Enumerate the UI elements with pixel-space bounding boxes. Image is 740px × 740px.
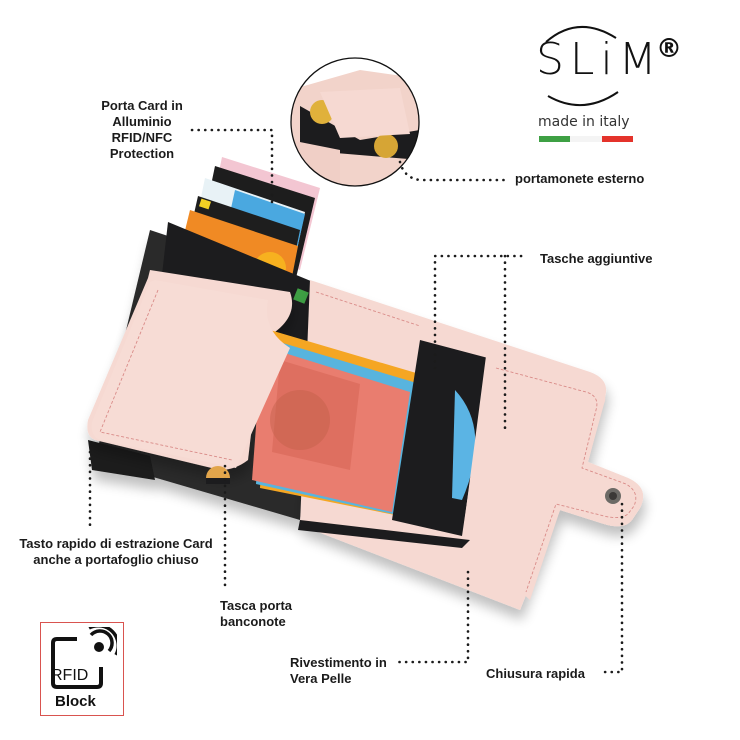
coin-pocket-detail — [291, 58, 419, 186]
callout-line: RFID/NFC — [111, 130, 173, 145]
rfid-block-badge: RFID Block — [40, 622, 124, 716]
callout-line: Vera Pelle — [290, 671, 352, 686]
rfid-signal-icon — [51, 627, 117, 689]
callout-line: Tasto rapido di estrazione Card — [19, 536, 213, 551]
logo-arc-icon — [545, 26, 619, 107]
callout-portamonete: portamonete esterno — [515, 171, 645, 186]
callout-tasche: Tasche aggiuntive — [540, 251, 653, 266]
callout-tasto-rapido: Tasto rapido di estrazione Card anche a … — [16, 536, 216, 568]
callout-line: Rivestimento in — [290, 655, 387, 670]
brand-block: SLiM ® made in italy — [528, 20, 728, 150]
callout-rivestimento: Rivestimento in Vera Pelle — [290, 655, 387, 687]
callout-line: Porta Card in — [101, 98, 183, 113]
callout-line: Alluminio — [112, 114, 172, 129]
callout-porta-card: Porta Card in Alluminio RFID/NFC Protect… — [96, 98, 188, 162]
rfid-block-caption: Block — [55, 693, 96, 710]
callout-chiusura: Chiusura rapida — [486, 666, 585, 681]
registered-mark: ® — [656, 34, 682, 64]
snap-button — [605, 488, 621, 504]
callout-line: Protection — [109, 146, 175, 161]
italian-flag-stripe — [539, 136, 633, 142]
rfid-icon-text: RFID — [51, 667, 89, 684]
callout-line: anche a portafoglio chiuso — [33, 552, 199, 567]
banknotes — [252, 330, 440, 520]
callout-tasca-banconote: Tasca porta banconote — [220, 598, 292, 630]
made-in-italy-text: made in italy — [538, 114, 630, 130]
callout-line: Tasca porta — [220, 598, 293, 613]
callout-line: banconote — [220, 614, 286, 629]
logo-text: SLiM — [536, 34, 663, 85]
